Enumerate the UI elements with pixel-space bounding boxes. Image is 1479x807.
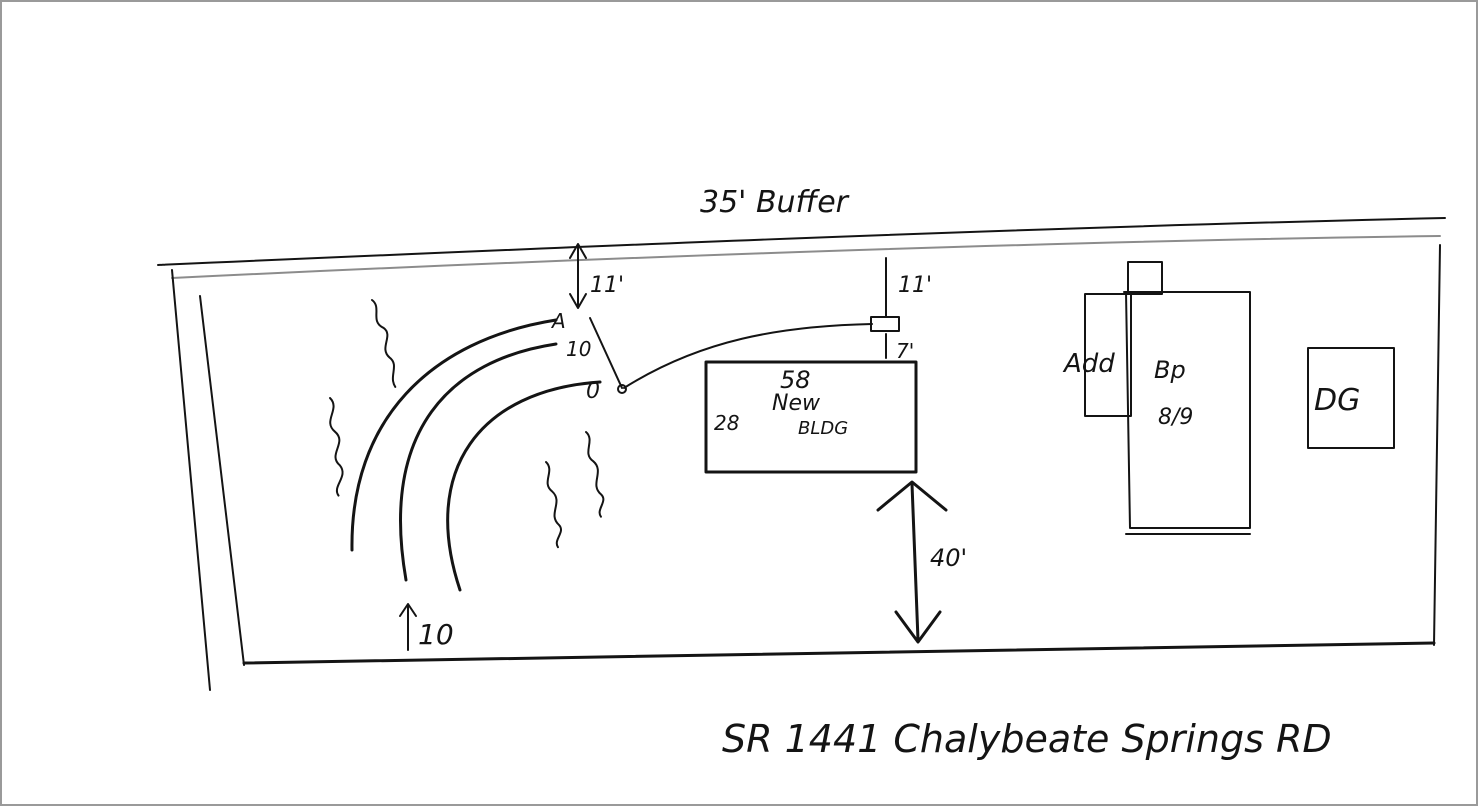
setback-label: 40' — [930, 544, 967, 572]
new-building-bldg: BLDG — [798, 418, 848, 439]
existing-add-label: Add — [1062, 349, 1115, 379]
setback-arrow-head-top — [876, 480, 948, 512]
curve-scribble-mid — [585, 431, 605, 518]
curve-scribble-upper — [371, 299, 397, 388]
curve-mark-0: 0 — [586, 379, 600, 404]
property-left-edge — [171, 269, 211, 691]
connector-line — [623, 323, 873, 389]
drive-curve-inner — [446, 380, 602, 592]
new-building-side: 28 — [714, 411, 739, 435]
drive-curve-middle — [399, 342, 558, 582]
drive-tick — [589, 317, 623, 389]
entry-arrow-head — [399, 603, 417, 617]
property-inner-left-edge — [199, 295, 245, 666]
existing-addition — [1084, 293, 1132, 417]
property-right-edge — [1433, 244, 1441, 646]
new-building-line: New — [772, 391, 821, 416]
property-bottom-edge — [242, 641, 1436, 665]
curve-mark-10: 10 — [566, 337, 591, 361]
existing-building-sub: 8/9 — [1158, 405, 1193, 430]
existing-chimney — [1127, 261, 1163, 295]
existing-building-label: Bp — [1154, 356, 1186, 384]
entry-label: 10 — [418, 618, 454, 651]
new-building-number: 58 — [780, 366, 811, 394]
dg-box — [1307, 347, 1395, 449]
connector-box — [870, 316, 900, 332]
offset-label-left: 11' — [590, 273, 624, 298]
buffer-line-inner — [171, 235, 1441, 279]
gap-label: 7' — [896, 339, 914, 363]
curve-mark-a: A — [550, 309, 566, 333]
curve-scribble-left — [329, 397, 344, 497]
new-building — [704, 360, 918, 474]
offset-label-right: 11' — [898, 273, 932, 298]
drive-curve-outer — [350, 318, 558, 552]
existing-building — [1123, 291, 1251, 529]
road-label: SR 1441 Chalybeate Springs RD — [722, 717, 1332, 761]
offset-arrow-left-head-top — [569, 243, 587, 259]
drive-end-node — [617, 384, 627, 394]
dg-label: DG — [1314, 383, 1360, 418]
buffer-line — [157, 217, 1446, 266]
setback-arrow-line — [910, 482, 920, 642]
setback-arrow-head-bottom — [894, 610, 942, 644]
buffer-label: 35' Buffer — [700, 185, 850, 220]
curve-scribble-low — [545, 461, 562, 549]
offset-arrow-left-head-bottom — [569, 293, 587, 309]
